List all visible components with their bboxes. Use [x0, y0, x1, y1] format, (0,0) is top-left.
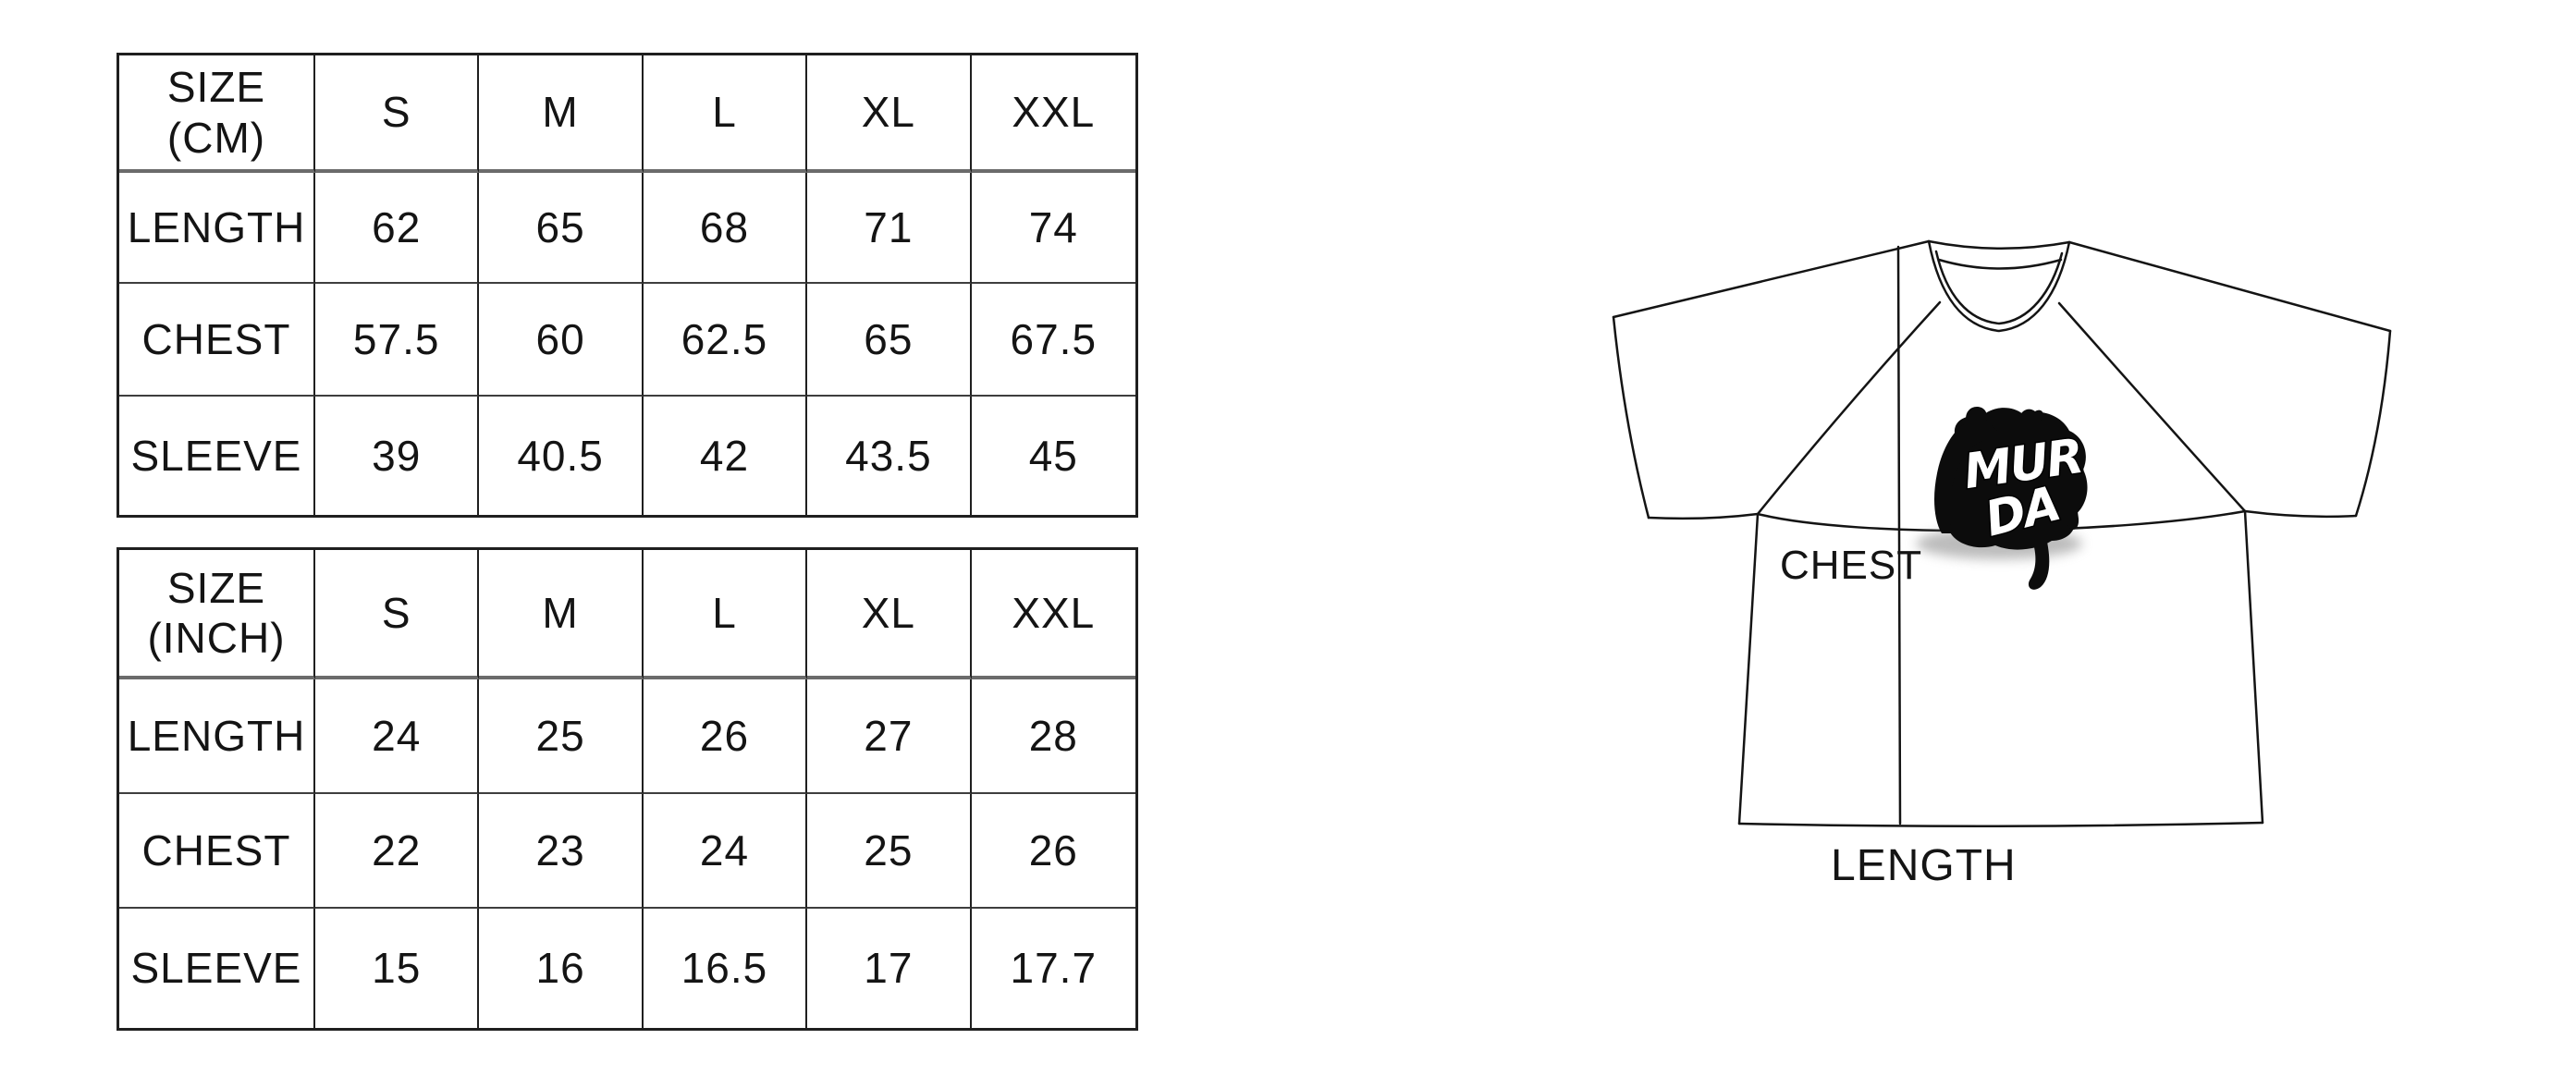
row-label-cell: SLEEVE	[119, 909, 315, 1028]
size-header-cell: M	[479, 550, 644, 679]
unit-header-cell: SIZE (CM)	[119, 55, 315, 173]
value-cell: 42	[644, 397, 808, 515]
value-cell: 27	[807, 679, 972, 794]
size-header-cell: L	[643, 550, 808, 679]
row-label-cell: CHEST	[119, 794, 315, 909]
value-cell: 24	[315, 679, 480, 794]
size-header-cell: XL	[807, 55, 972, 173]
size-header-cell: L	[643, 55, 808, 173]
value-cell: 40.5	[479, 397, 644, 515]
left-figure-silhouette	[1934, 407, 2002, 533]
value-cell: 57.5	[315, 284, 480, 397]
shirt-graphic: MUR DA	[1916, 407, 2088, 590]
value-cell: 25	[807, 794, 972, 909]
value-cell: 26	[643, 679, 808, 794]
length-measure-line	[1896, 245, 1902, 825]
value-cell: 45	[1028, 431, 1078, 480]
value-cell: 16	[479, 909, 644, 1028]
value-cell: 15	[315, 909, 480, 1028]
size-header-cell: M	[479, 55, 644, 173]
value-cell: 62	[315, 173, 480, 284]
size-header-cell: S	[315, 55, 480, 173]
unit-header-cell: SIZE (INCH)	[119, 550, 315, 679]
row-label-cell: LENGTH	[119, 173, 315, 284]
size-header-cell: XXL	[971, 55, 1135, 173]
chest-label: CHEST	[1780, 543, 1922, 588]
size-header-cell: XL	[807, 550, 972, 679]
row-label-cell: LENGTH	[119, 679, 315, 794]
length-label: LENGTH	[1831, 841, 2017, 890]
value-cell: 25	[479, 679, 644, 794]
value-cell: 43.5	[807, 397, 972, 515]
value-cell: 60	[479, 284, 644, 397]
right-figure-silhouette	[2025, 451, 2084, 590]
value-cell: 74	[971, 173, 1135, 284]
row-label-cell: CHEST	[119, 284, 315, 397]
size-header-cell: S	[315, 550, 480, 679]
value-cell: 71	[807, 173, 972, 284]
value-cell: 65	[479, 173, 644, 284]
value-cell: 22	[315, 794, 480, 909]
value-cell: 17	[807, 909, 972, 1028]
value-cell: 68	[643, 173, 808, 284]
row-label-cell: SLEEVE	[119, 397, 315, 515]
value-cell: 17.7	[1010, 944, 1098, 993]
value-cell: 65	[807, 284, 972, 397]
tshirt-outline	[1612, 239, 2392, 828]
value-cell: 26	[971, 794, 1135, 909]
value-cell: 23	[479, 794, 644, 909]
value-cell: 62.5	[643, 284, 808, 397]
value-cell: 28	[971, 679, 1135, 794]
value-cell: 67.5	[971, 284, 1135, 397]
value-cell: 16.5	[644, 909, 808, 1028]
bird-mark	[2019, 409, 2043, 424]
value-cell: 39	[315, 397, 480, 515]
value-cell: 24	[643, 794, 808, 909]
size-header-cell: XXL	[971, 550, 1135, 679]
